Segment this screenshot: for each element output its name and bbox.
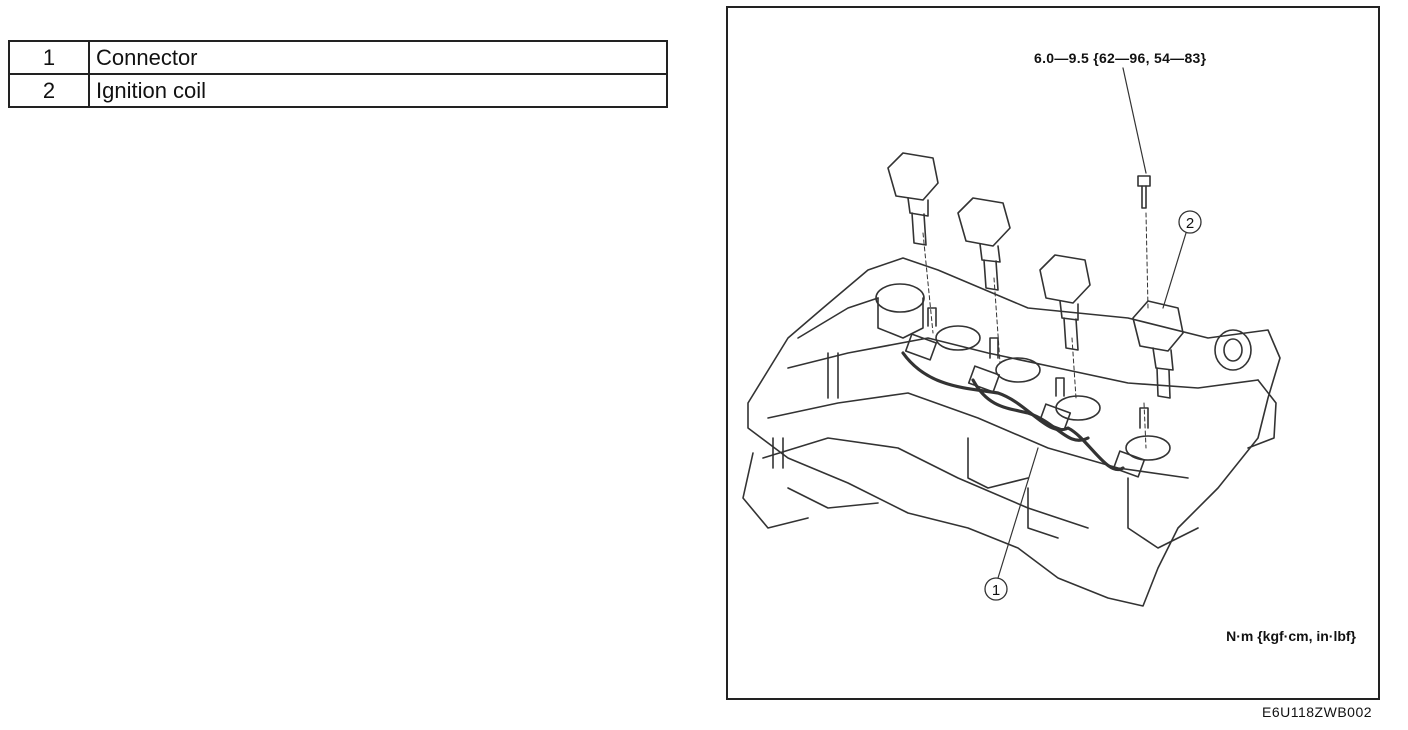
torque-spec: 6.0—9.5 {62—96, 54—83} [1034, 50, 1207, 66]
connector-3 [1038, 403, 1072, 431]
ignition-coil-drawing: 2 1 [742, 67, 1281, 607]
bolt [1137, 175, 1151, 187]
connector-2 [967, 365, 1001, 393]
legend-name: Connector [88, 40, 668, 75]
connector-1 [904, 333, 938, 361]
legend-row: 2 Ignition coil [8, 73, 668, 108]
ignition-coil-4 [1132, 300, 1184, 352]
legend-row: 1 Connector [8, 40, 668, 75]
wiring-harness [901, 351, 1125, 472]
legend-number: 1 [8, 40, 90, 75]
ignition-coil-2 [957, 197, 1011, 247]
figure-code: E6U118ZWB002 [1262, 704, 1373, 720]
callout-label: 1 [992, 582, 1000, 599]
ignition-coil-3 [1039, 254, 1091, 304]
engine-diagram: 2 1 6.0—9.5 {62—96, 54—83} N·m {kgf·cm, … [726, 6, 1380, 700]
legend-number: 2 [8, 73, 90, 108]
callout-2-circle [1178, 210, 1202, 234]
callout-1-circle [984, 577, 1008, 601]
torque-units: N·m {kgf·cm, in·lbf} [1226, 628, 1356, 644]
ignition-coil-1 [887, 152, 939, 201]
callout-label: 2 [1186, 215, 1194, 232]
oil-filler-cap [877, 297, 924, 339]
legend-table: 1 Connector 2 Ignition coil [8, 40, 668, 108]
legend-name: Ignition coil [88, 73, 668, 108]
cylinder-head-outline [747, 257, 1281, 607]
connector-4 [1112, 450, 1146, 478]
